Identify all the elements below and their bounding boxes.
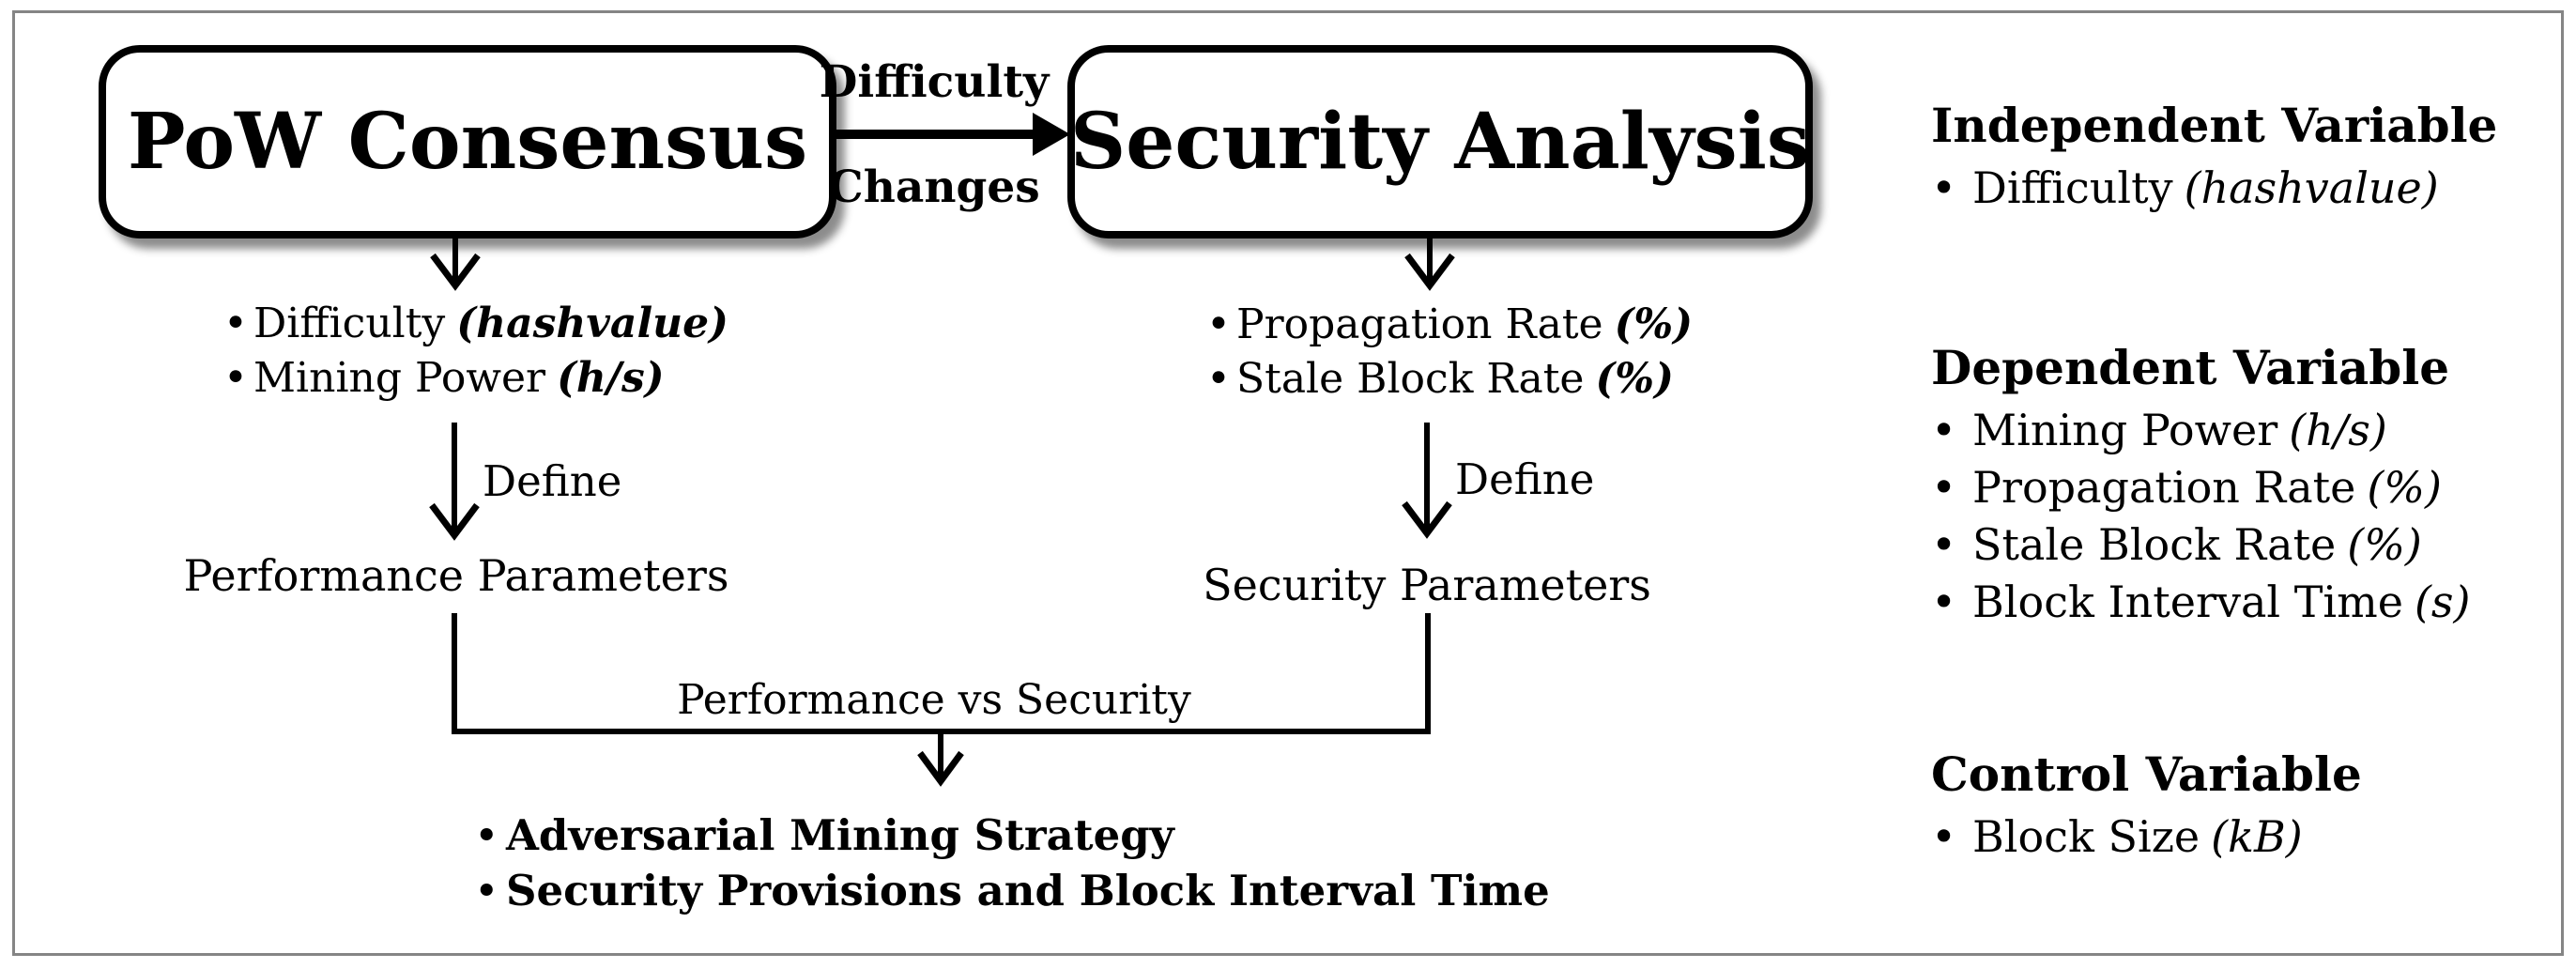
pow-consensus-title: PoW Consensus (127, 97, 808, 187)
legend-heading: Independent Variable (1931, 98, 2498, 153)
merge-connector-line (452, 613, 1431, 734)
item-unit: (h/s) (557, 354, 665, 402)
difficulty-changes-arrowhead-icon (1033, 113, 1070, 156)
pow-down-arrowhead-icon (430, 253, 481, 291)
define-label-left: Define (483, 456, 622, 506)
arrow-label-changes: Changes (828, 162, 1040, 213)
item-text: Stale Block Rate (1236, 355, 1585, 403)
outcome-text: Security Provisions and Block Interval T… (506, 866, 1550, 915)
item-text: Difficulty (253, 300, 446, 347)
item-text: Block Interval Time (1972, 577, 2403, 627)
item-unit: (hashvalue) (456, 300, 728, 347)
legend-section-independent-variable: Independent Variable • Difficulty (hashv… (1931, 100, 2497, 217)
define-right-arrowhead-icon (1402, 500, 1452, 539)
list-item: • Adversarial Mining Strategy (474, 808, 1550, 863)
outcome-list: • Adversarial Mining Strategy • Security… (474, 808, 1550, 918)
item-text: Propagation Rate (1972, 462, 2356, 513)
bullet-icon: • (474, 866, 499, 915)
arrow-label-difficulty: Difficulty (819, 56, 1050, 108)
item-unit: (kB) (2211, 811, 2303, 862)
item-unit: (%) (2367, 462, 2442, 513)
list-item: • Mining Power (h/s) (1931, 402, 2470, 459)
item-unit: (%) (1614, 300, 1694, 348)
bullet-icon: • (1931, 462, 1957, 513)
bullet-icon: • (1931, 811, 1957, 862)
item-text: Propagation Rate (1236, 300, 1603, 348)
bullet-icon: • (1931, 162, 1957, 213)
security-analysis-box: Security Analysis (1067, 45, 1813, 238)
list-item: • Propagation Rate (%) (1206, 298, 1693, 352)
item-unit: (s) (2414, 577, 2471, 627)
bullet-icon: • (1206, 355, 1231, 403)
merge-down-arrowhead-icon (917, 750, 964, 787)
bullet-icon: • (1931, 405, 1957, 455)
bullet-icon: • (1931, 577, 1957, 627)
legend-section-control-variable: Control Variable • Block Size (kB) (1931, 748, 2362, 866)
item-text: Mining Power (1972, 405, 2278, 455)
legend-section-dependent-variable: Dependent Variable • Mining Power (h/s) … (1931, 342, 2470, 631)
item-unit: (hashvalue) (2184, 162, 2439, 213)
legend-heading: Control Variable (1931, 746, 2362, 802)
security-output-list: • Propagation Rate (%) • Stale Block Rat… (1206, 298, 1693, 407)
legend-list: • Mining Power (h/s) • Propagation Rate … (1931, 402, 2470, 631)
bullet-icon: • (223, 354, 248, 402)
item-text: Difficulty (1972, 162, 2173, 213)
bullet-icon: • (223, 300, 248, 347)
pow-consensus-box: PoW Consensus (99, 45, 836, 238)
legend-heading: Dependent Variable (1931, 340, 2450, 395)
item-unit: (h/s) (2289, 405, 2387, 455)
define-label-right: Define (1455, 454, 1595, 504)
list-item: • Propagation Rate (%) (1931, 459, 2470, 516)
bullet-icon: • (1931, 519, 1957, 570)
item-text: Stale Block Rate (1972, 519, 2337, 570)
security-parameters-label: Security Parameters (1203, 560, 1651, 610)
list-item: • Block Size (kB) (1931, 808, 2362, 866)
bullet-icon: • (1206, 300, 1231, 348)
item-text: Block Size (1972, 811, 2200, 862)
item-text: Mining Power (253, 354, 546, 402)
performance-vs-security-label: Performance vs Security (677, 676, 1191, 724)
outcome-text: Adversarial Mining Strategy (506, 810, 1174, 860)
list-item: • Difficulty (hashvalue) (1931, 160, 2497, 217)
list-item: • Security Provisions and Block Interval… (474, 863, 1550, 918)
bullet-icon: • (474, 810, 499, 860)
define-left-arrowhead-icon (429, 502, 480, 541)
figure-frame (12, 10, 2564, 956)
item-unit: (%) (1595, 355, 1674, 403)
item-unit: (%) (2347, 519, 2422, 570)
legend-list: • Difficulty (hashvalue) (1931, 160, 2497, 217)
legend-list: • Block Size (kB) (1931, 808, 2362, 866)
security-down-arrowhead-icon (1404, 253, 1455, 291)
list-item: • Stale Block Rate (%) (1931, 516, 2470, 574)
list-item: • Stale Block Rate (%) (1206, 352, 1693, 407)
performance-parameters-label: Performance Parameters (183, 550, 729, 601)
list-item: • Block Interval Time (s) (1931, 574, 2470, 631)
pow-output-list: • Difficulty (hashvalue) • Mining Power … (223, 297, 728, 406)
list-item: • Mining Power (h/s) (223, 351, 728, 406)
list-item: • Difficulty (hashvalue) (223, 297, 728, 351)
security-analysis-title: Security Analysis (1070, 97, 1811, 187)
